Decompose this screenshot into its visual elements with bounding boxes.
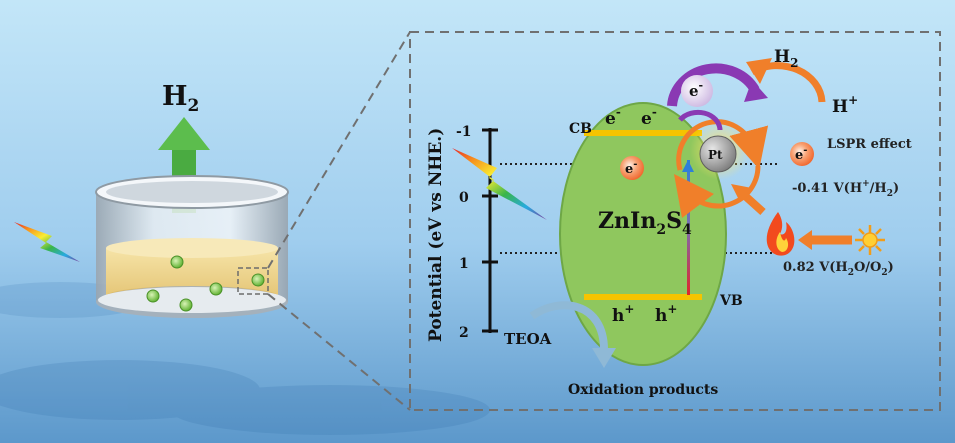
cb-label: CB: [569, 121, 592, 137]
lspr-effect-label: LSPR effect: [827, 137, 912, 152]
tick-label-1: 1: [459, 256, 469, 272]
teoa-label: TEOA: [504, 330, 552, 348]
zoom-line-bottom: [267, 293, 411, 411]
tick-label-2: 2: [459, 325, 469, 341]
o-reference-potential: 0.82 V(H2O/O2): [783, 260, 894, 278]
h2-product-label: H2: [774, 47, 798, 70]
electron-bubble-right-label: e-: [795, 145, 807, 163]
electron-bubble-right: [790, 142, 814, 166]
vb-label: VB: [719, 293, 743, 309]
cb-electron-2: e-: [641, 105, 657, 129]
heat-transfer-arrow-icon: [740, 191, 766, 215]
sun-icon: [855, 225, 885, 255]
vb-hole-1: h+: [612, 302, 634, 326]
reactor-beaker: [95, 175, 289, 318]
vb-hole-2: h+: [655, 302, 677, 326]
zoom-line-top: [267, 31, 411, 269]
photocatalyst-particles: [146, 255, 265, 312]
hot-electron-arrow-icon: [676, 119, 769, 171]
light-bolt-icon: [14, 222, 80, 262]
excitation-arrow-icon: [682, 160, 694, 172]
zoom-region: [237, 267, 269, 295]
background-texture: [0, 282, 490, 435]
tick-label-0: 0: [459, 190, 469, 206]
electron-bubble-left: [620, 156, 644, 180]
oxidation-products-label: Oxidation products: [568, 382, 718, 398]
incident-light-icon: [452, 148, 547, 220]
material-label: ZnIn2S4: [598, 208, 692, 238]
excitation-bar: [687, 160, 690, 295]
transfer-electron-label: e-: [689, 79, 703, 100]
electron-bubble-left-label: e-: [625, 159, 637, 177]
potential-axis-label: Potential (eV vs NHE.): [426, 128, 446, 342]
transfer-electron-icon: [681, 75, 713, 107]
fire-icon: [766, 212, 795, 256]
electron-return-arrow-icon: [673, 165, 761, 219]
h-plus-label: H+: [832, 93, 858, 117]
h-reference-potential: -0.41 V(H+/H2): [792, 179, 899, 199]
pt-label: Pt: [708, 148, 723, 162]
left-h2-label: H2: [162, 81, 199, 116]
cb-electron-1: e-: [605, 105, 621, 129]
oxidation-arrow-icon: [529, 301, 608, 351]
mechanism-panel: [409, 31, 941, 411]
purple-transfer-arrow-icon: [667, 63, 760, 107]
tick-label-minus1: -1: [456, 124, 472, 140]
